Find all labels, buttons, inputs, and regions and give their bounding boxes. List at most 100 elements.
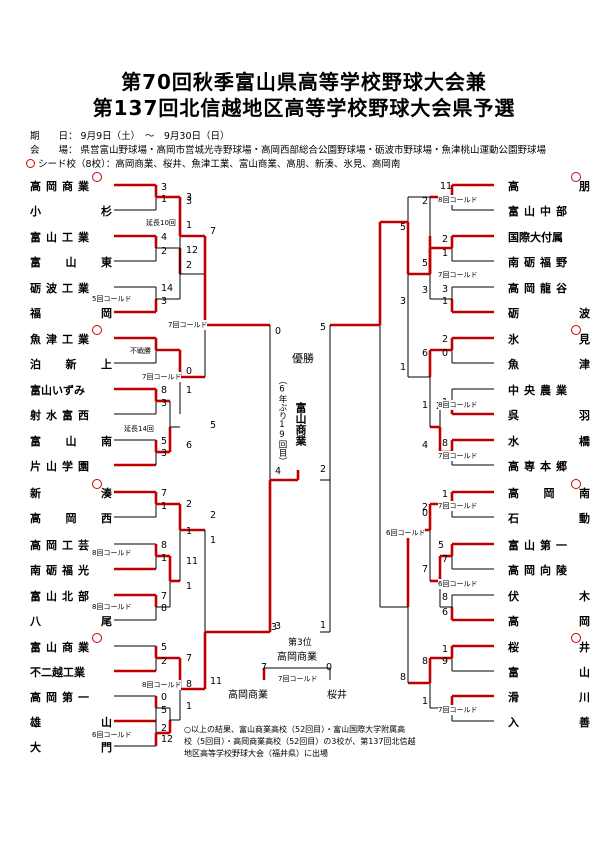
seed-circle-icon [92, 325, 102, 335]
score: 6 [442, 607, 449, 618]
game-note: 不戦勝 [130, 346, 151, 356]
score: 3 [186, 196, 193, 207]
team-char: 新 [65, 358, 77, 371]
team-char: 泊 [30, 358, 41, 371]
score: 3 [161, 182, 168, 193]
team-char: 呉 [508, 409, 519, 422]
seed-circle-icon [92, 633, 102, 643]
period-value: 9月9日（土） ～ 9月30日（日） [80, 131, 230, 142]
title-line-2: 第137回北信越地区高等学校野球大会県予選 [92, 96, 516, 120]
team-left-10: 富山南 [30, 433, 112, 449]
score: 11 [186, 556, 199, 567]
team-right-8: 中央農業 [508, 382, 590, 398]
game-note: 延長14回 [124, 424, 154, 434]
team-right-3: 南砺福野 [508, 254, 590, 270]
game-note: 6回コールド [92, 730, 132, 740]
team-right-19: 富山 [508, 664, 590, 680]
score: 8 [422, 656, 429, 667]
team-right-12: 高岡南 [508, 485, 590, 501]
team-char: 見 [579, 333, 590, 346]
team-left-8: 富山いずみ [30, 382, 112, 398]
score: 1 [320, 620, 327, 631]
team-left-12: 新湊 [30, 485, 112, 501]
score: 0 [161, 692, 168, 703]
team-char: 高 [508, 487, 519, 500]
score: 6 [422, 348, 429, 359]
team-name: 砺波工業 [30, 282, 94, 295]
team-char: 高 [508, 180, 519, 193]
score: 8 [400, 672, 407, 683]
score: 1 [442, 489, 449, 500]
champion-sub: （6年ぶり19回目） [277, 376, 287, 466]
score: 7 [422, 564, 429, 575]
score: 12 [186, 245, 199, 256]
team-name: 富山中部 [508, 205, 572, 218]
team-right-9: 呉羽 [508, 407, 590, 423]
score: 2 [161, 246, 168, 257]
score: 4 [422, 440, 429, 451]
team-char: 動 [579, 512, 590, 525]
game-note: 7回コールド [438, 501, 478, 511]
score: 6 [186, 440, 193, 451]
score: 0 [186, 366, 193, 377]
score: 7 [161, 591, 168, 602]
team-name: 南砺福野 [508, 256, 572, 269]
third-place-team-right: 桜井 [327, 690, 347, 701]
team-right-11: 高専本郷 [508, 458, 590, 474]
score: 1 [186, 581, 193, 592]
score: 1 [186, 385, 193, 396]
score: 5 [210, 420, 217, 431]
venue-label: 会 場： [30, 145, 78, 156]
period-label: 期 日： [30, 131, 78, 142]
team-name: 富山商業 [30, 641, 94, 654]
team-right-15: 高岡向陵 [508, 562, 590, 578]
game-note: 8回コールド [142, 680, 182, 690]
seed-circle-icon [571, 172, 581, 182]
score: 3 [400, 296, 407, 307]
team-char: 川 [579, 691, 590, 704]
team-name: 南砺福光 [30, 564, 94, 577]
team-right-13: 石動 [508, 510, 590, 526]
score: 1 [210, 535, 217, 546]
score: 3 [275, 621, 282, 632]
title-line-1: 第70回秋季富山県高等学校野球大会兼 [121, 70, 487, 94]
team-char: 大 [30, 741, 41, 754]
score: 2 [442, 234, 449, 245]
team-char: 井 [579, 641, 590, 654]
score: 0 [442, 348, 449, 359]
seed-circle-icon [26, 159, 35, 168]
score: 1 [186, 220, 193, 231]
team-name: 高岡工芸 [30, 539, 94, 552]
score: 5 [400, 222, 407, 233]
team-name: 片山学園 [30, 460, 94, 473]
team-right-6: 氷見 [508, 331, 590, 347]
venue-value: 県営富山野球場・高岡市営城光寺野球場・高岡西部総合公園野球場・砺波市野球場・魚津… [80, 145, 547, 156]
score: 1 [186, 701, 193, 712]
team-char: 波 [579, 307, 590, 320]
score: 1 [422, 696, 429, 707]
score: 8 [442, 592, 449, 603]
team-left-6: 魚津工業 [30, 331, 112, 347]
team-char: 氷 [508, 333, 519, 346]
team-char: 桜 [508, 641, 519, 654]
team-left-20: 高岡第一 [30, 689, 112, 705]
team-char: 橋 [579, 435, 590, 448]
team-char: 小 [30, 205, 41, 218]
score: 11 [210, 676, 223, 687]
team-char: 富 [30, 435, 41, 448]
team-char: 南 [101, 435, 112, 448]
team-right-10: 水橋 [508, 433, 590, 449]
game-note: 8回コールド [92, 602, 132, 612]
score: 3 [161, 398, 168, 409]
footer-line: 地区高等学校野球大会（福井県）に出場 [184, 749, 328, 758]
team-name: 富山いずみ [30, 384, 85, 397]
team-char: 新 [30, 487, 41, 500]
score: 0 [422, 508, 429, 519]
team-name: 富山第一 [508, 539, 572, 552]
team-char: 東 [101, 256, 112, 269]
team-char: 砺 [508, 307, 519, 320]
score: 14 [161, 283, 174, 294]
third-place-score-right: 0 [326, 662, 333, 673]
team-name: 射水富西 [30, 409, 94, 422]
